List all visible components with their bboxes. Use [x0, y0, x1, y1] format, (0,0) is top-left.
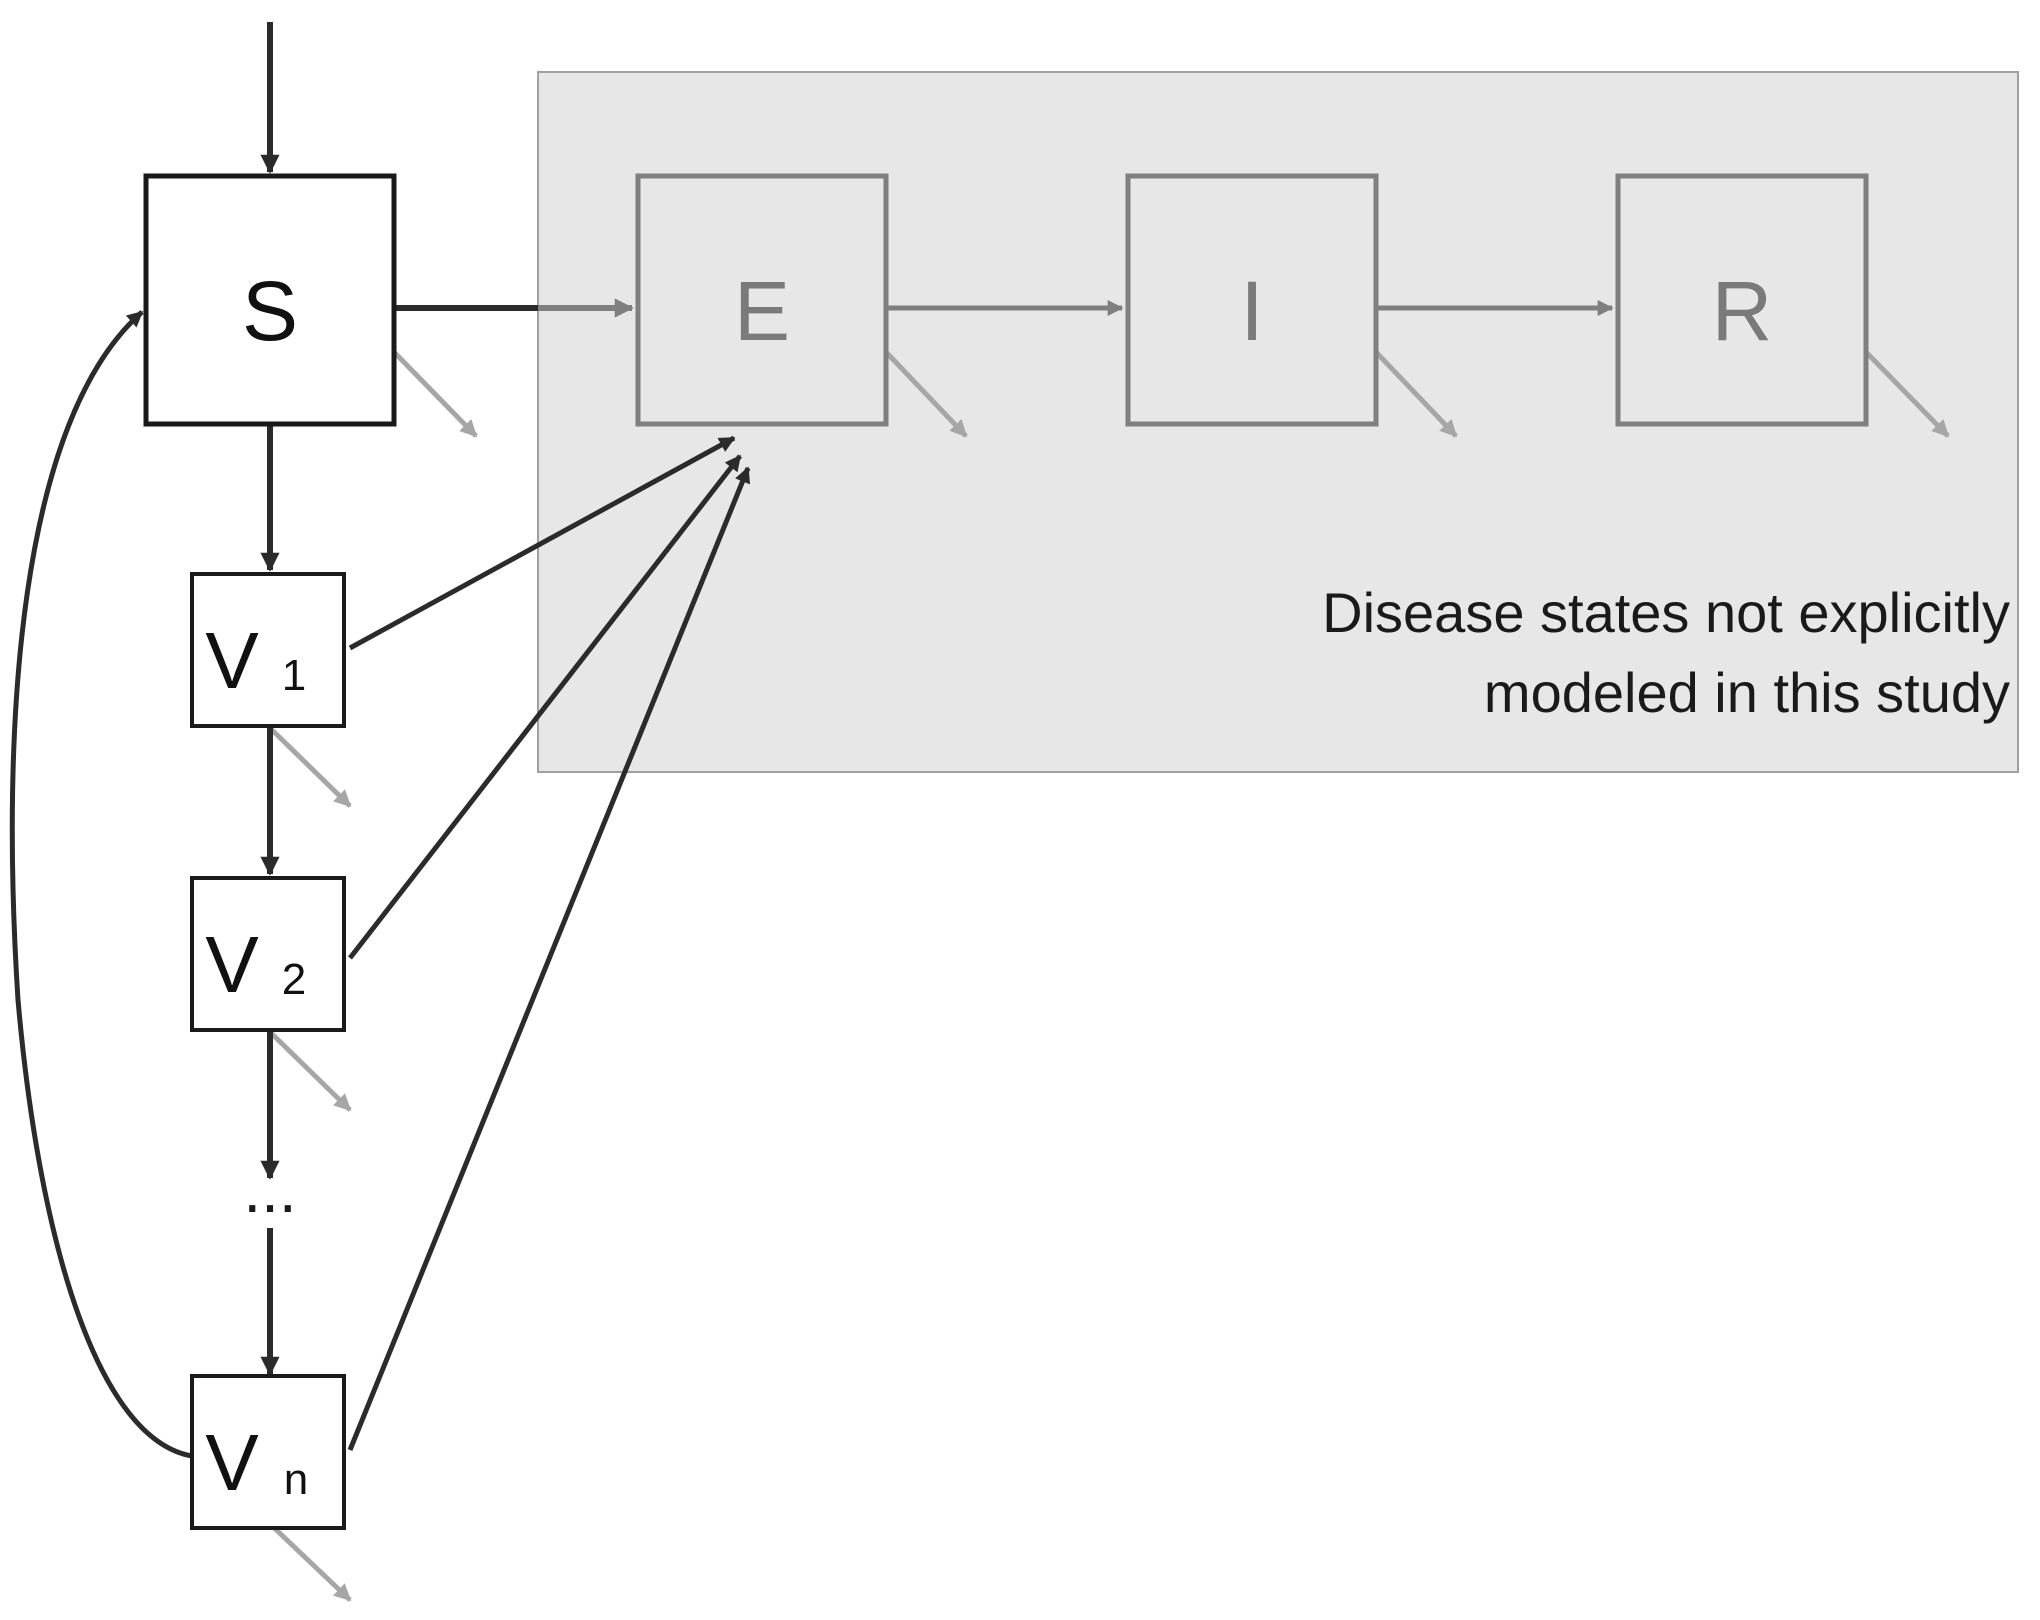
node-vn-label: V [205, 1418, 259, 1507]
node-r-box [1615, 173, 1869, 427]
node-v1-subscript: 1 [282, 651, 306, 700]
node-i-label: I [1240, 264, 1263, 358]
arrow-vn-to-s [9, 310, 193, 1459]
outflow-arrow-r [1864, 350, 1950, 438]
node-s-box [143, 173, 397, 427]
node-v2-box [190, 876, 346, 1032]
node-e-box [635, 173, 889, 427]
node-i-box [1125, 173, 1379, 427]
node-r: R [1615, 173, 1869, 427]
region-note-line2: modeled in this study [1484, 661, 2010, 724]
chain-ellipsis: ... [243, 1154, 296, 1226]
outflow-arrow-i [1374, 350, 1458, 438]
node-e-label: E [734, 264, 790, 358]
outflow-arrow-e [884, 350, 968, 438]
node-i: I [1125, 173, 1379, 427]
arrow-v2-to-e [348, 454, 742, 960]
node-vn: V n [190, 1374, 346, 1530]
node-vn-subscript: n [284, 1455, 308, 1504]
node-v2: V 2 [190, 876, 346, 1032]
outflow-arrow-s [392, 350, 478, 438]
node-s-label: S [242, 264, 298, 358]
region-note-line1: Disease states not explicitly [1322, 581, 2010, 644]
outflow-arrows [266, 350, 1950, 1602]
outflow-arrow-vn [266, 1520, 352, 1602]
node-v1-box [190, 572, 346, 728]
node-v2-subscript: 2 [282, 955, 306, 1004]
node-v2-label: V [205, 920, 259, 1009]
outflow-arrow-v1 [266, 724, 352, 808]
node-v1-label: V [205, 616, 259, 705]
node-s: S [143, 173, 397, 427]
breakthrough-arrows [347, 435, 751, 1451]
outflow-arrow-v2 [266, 1028, 352, 1112]
node-vn-box [190, 1374, 346, 1530]
arrow-vn-to-e [347, 466, 751, 1451]
node-v1: V 1 [190, 572, 346, 728]
node-r-label: R [1712, 264, 1773, 358]
arrow-v1-to-e [348, 435, 736, 651]
node-e: E [635, 173, 889, 427]
